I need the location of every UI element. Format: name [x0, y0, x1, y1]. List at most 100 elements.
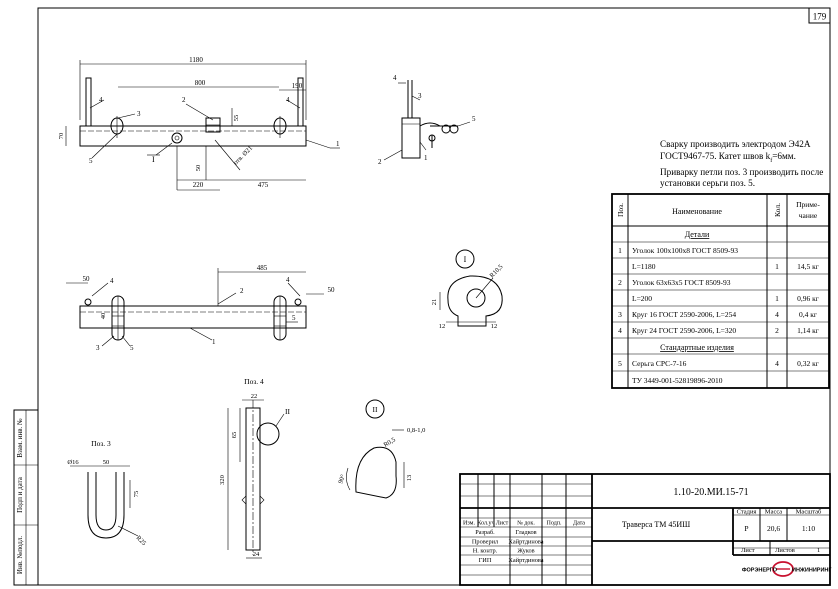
spec-row-pos: 2 — [618, 278, 622, 287]
label-2: 2 — [182, 96, 186, 104]
sheet-frame — [37, 7, 831, 586]
plan-dim-50b: 50 — [328, 286, 336, 294]
spec-row-name: Уголок 63х63х5 ГОСТ 8509-93 — [632, 278, 731, 287]
tb-col-podp: Подп. — [547, 521, 562, 527]
note-line-2a: ГОСТ9467-75. Катет швов k — [660, 150, 771, 161]
side-label-5: 5 — [472, 115, 476, 123]
title-block: Изм. Кол.уч Лист № док. Подп. Дата Разра… — [459, 473, 832, 586]
tb-role: ГИП — [479, 557, 492, 564]
plan-label-2: 2 — [240, 287, 244, 295]
spec-row-pos: 1 — [618, 246, 622, 255]
side-label-3: 3 — [418, 92, 422, 100]
spec-std-name: ТУ 3449-001-52819896-2010 — [632, 376, 723, 385]
spec-row-name: Круг 24 ГОСТ 2590-2006, L=320 — [632, 326, 736, 335]
stamp-vzam-inv: Взам. инв. № — [16, 418, 24, 458]
stamp-inv-podl: Инв. №подл. — [16, 536, 24, 574]
poz4-view-II: II — [285, 407, 290, 416]
poz4-title: Поз. 4 — [244, 377, 264, 386]
tb-massa-label: Масса — [765, 509, 783, 516]
spec-row-qty: 2 — [775, 326, 779, 335]
tb-role: Н. контр. — [473, 548, 498, 555]
tb-role-name: Жуков — [517, 548, 534, 555]
side-view: 4 3 5 2 1 — [378, 74, 476, 166]
spec-row-qty: 4 — [775, 310, 779, 319]
dim-220: 220 — [193, 181, 204, 189]
tb-list-label: Лист — [741, 547, 755, 554]
tb-role-name: Гладков — [515, 529, 536, 536]
tb-role: Разраб. — [475, 529, 495, 536]
spec-section-details: Детали — [685, 230, 710, 239]
detail-II-d13: 13 — [406, 475, 413, 482]
spec-std-name: Серьга СРС-7-16 — [632, 359, 687, 368]
spec-row-name: Круг 16 ГОСТ 2590-2006, L=254 — [632, 310, 736, 319]
note-line-2b: =6мм. — [772, 150, 796, 161]
spec-std-pos: 5 — [618, 359, 622, 368]
tb-stadia: Р — [744, 524, 748, 533]
spec-section-standard: Стандартные изделия — [660, 343, 734, 352]
label-5: 5 — [89, 157, 93, 165]
note-line-4: установки серьги поз. 5. — [660, 178, 756, 189]
label-1: 1 — [336, 140, 340, 148]
plan-label-3: 3 — [96, 344, 100, 352]
view-label-I: I — [152, 155, 155, 164]
tb-masshtab-label: Масштаб — [796, 509, 822, 516]
plan-label-4b: 4 — [286, 276, 290, 284]
plan-dim-40: 40 — [100, 313, 107, 320]
poz4-d24: 24 — [253, 551, 260, 558]
tb-col-list: Лист — [496, 521, 509, 527]
poz4-d65: 65 — [231, 432, 238, 439]
plan-dim-485: 485 — [257, 264, 268, 272]
tb-role-name: Хайртдинова — [508, 539, 543, 546]
spec-row-pos: 3 — [618, 310, 622, 319]
spec-header-note-1: Приме- — [796, 200, 820, 209]
plan-label-5a: 5 — [130, 344, 134, 352]
spec-row-name: L=200 — [632, 294, 652, 303]
spec-row-pos: 4 — [618, 326, 622, 335]
detail-II-r05: R0,5 — [383, 436, 397, 448]
poz4-view: Поз. 4 22 65 320 24 II — [219, 377, 290, 559]
poz4-d22: 22 — [251, 393, 258, 400]
dim-1180: 1180 — [189, 56, 203, 64]
detail-I: I R10,5 21 12 12 — [431, 249, 505, 330]
plan-label-5b: 5 — [292, 314, 296, 322]
welding-notes: Сварку производить электродом Э42А ГОСТ9… — [660, 139, 830, 190]
spec-std-qty: 4 — [775, 359, 779, 368]
side-label-2: 2 — [378, 158, 382, 166]
spec-header-qty: Кол. — [773, 203, 782, 217]
poz4-d320: 320 — [219, 475, 226, 485]
plan-label-4a: 4 — [110, 277, 114, 285]
logo-left-text: ФОРЭНЕРГО — [742, 568, 778, 574]
sheet-number: 179 — [813, 12, 827, 22]
spec-header-pos: Поз. — [616, 203, 625, 217]
spec-header-name: Наименование — [672, 207, 722, 216]
plan-dim-50a: 50 — [83, 275, 91, 283]
poz3-d16: Ø16 — [67, 459, 79, 466]
dim-800: 800 — [195, 79, 206, 87]
note-line-2: ГОСТ9467-75. Катет швов kf=6мм. — [660, 151, 830, 167]
tb-role-name: Хайртдинова — [508, 557, 543, 564]
tb-stadia-label: Стадия — [737, 509, 757, 516]
sheet-number-box — [808, 7, 831, 24]
plan-view: 485 50 50 40 4 4 2 1 3 5 5 — [66, 264, 335, 352]
side-label-1: 1 — [424, 154, 428, 162]
spec-row-name: L=1180 — [632, 262, 656, 271]
company-logo: ФОРЭНЕРГО ИНЖИНИРИНГ — [742, 561, 832, 577]
stamp-podp-data: Подп и дата — [16, 476, 24, 513]
spec-row-name: Уголок 100х100х8 ГОСТ 8509-93 — [632, 246, 738, 255]
side-stamp: Инв. №подл. Подп и дата Взам. инв. № — [13, 409, 39, 586]
spec-row-note: 14,5 кг — [797, 262, 819, 271]
detail-II-label: II — [373, 405, 378, 414]
spec-std-note: 0,32 кг — [797, 359, 819, 368]
tb-col-data: Дата — [573, 521, 585, 527]
detail-I-dim-12b: 12 — [491, 323, 498, 330]
spec-row-qty: 1 — [775, 262, 779, 271]
poz3-r25: R25 — [135, 534, 148, 547]
spec-header-note-2: чание — [799, 211, 818, 220]
detail-II: II 0,8-1,0 R0,5 90° 13 — [337, 399, 425, 499]
tb-massa: 20,6 — [767, 524, 780, 533]
dim-50: 50 — [195, 165, 202, 172]
tb-listov-label: Листов — [775, 547, 795, 554]
note-line-1: Сварку производить электродом Э42А — [660, 139, 811, 149]
tb-listov: 1 — [817, 547, 820, 554]
